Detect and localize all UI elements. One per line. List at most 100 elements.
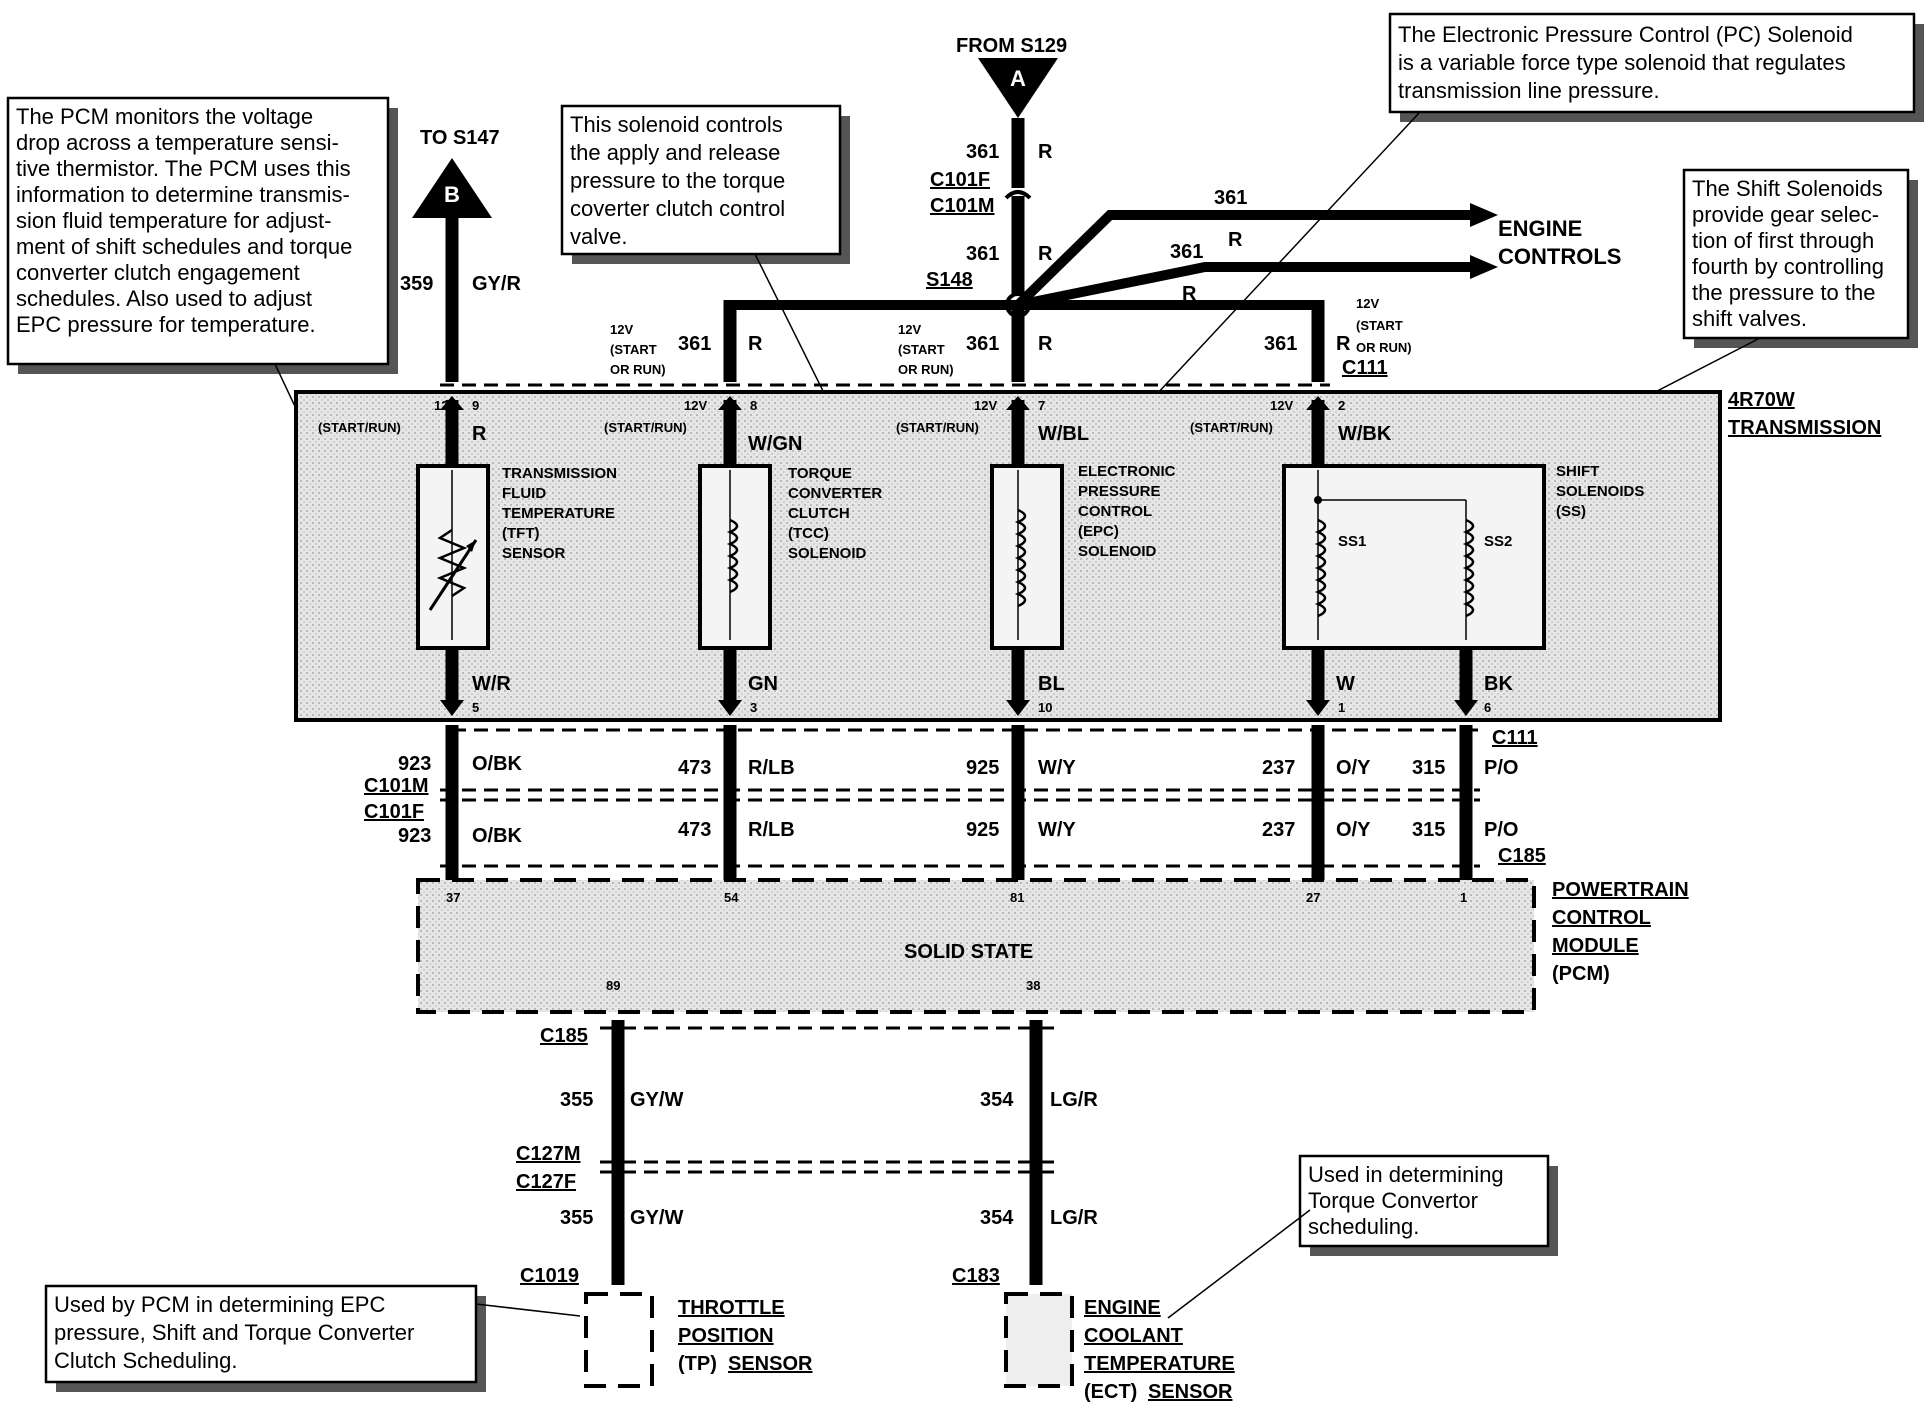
- pcm-pin-1: 1: [1460, 890, 1467, 905]
- tft-label-3: TEMPERATURE: [502, 505, 615, 522]
- c101m-wire-923: 923: [398, 753, 431, 775]
- ect-label-3: TEMPERATURE: [1084, 1353, 1235, 1375]
- svg-text:scheduling.: scheduling.: [1308, 1214, 1419, 1239]
- c101m-wire-315: 315: [1412, 757, 1445, 779]
- epc-label-4: (EPC): [1078, 523, 1119, 540]
- epc-solenoid: [990, 464, 1064, 650]
- tcc-solenoid: [698, 464, 772, 650]
- trans-bottom-wires: W/R 5 GN 3 BL 10 W 1 BK 6: [440, 648, 1513, 716]
- epc-label-1: ELECTRONIC: [1078, 463, 1176, 480]
- svg-text:the apply and release: the apply and release: [570, 140, 780, 165]
- tp-sensor: [584, 1292, 654, 1388]
- tcc-label-5: SOLENOID: [788, 545, 867, 562]
- wire-355-number-a: 355: [560, 1089, 593, 1111]
- ss-feed-wire: 361: [1264, 333, 1297, 355]
- svg-text:The Electronic Pressure Contro: The Electronic Pressure Control (PC) Sol…: [1398, 22, 1853, 47]
- tp-label-3b: SENSOR: [728, 1353, 813, 1375]
- tp-label-2: POSITION: [678, 1325, 774, 1347]
- tft-label-5: SENSOR: [502, 545, 566, 562]
- connector-wires: [445, 725, 1473, 885]
- epc-label-3: CONTROL: [1078, 503, 1152, 520]
- svg-text:10: 10: [1038, 700, 1052, 715]
- start-label-ss: (START: [1356, 318, 1403, 333]
- wire-361-number-b: 361: [966, 243, 999, 265]
- svg-text:8: 8: [750, 398, 757, 413]
- ss-feed-color: R: [1336, 333, 1351, 355]
- svg-text:12V: 12V: [684, 398, 707, 413]
- svg-text:EPC pressure for temperature.: EPC pressure for temperature.: [16, 312, 316, 337]
- svg-text:Used by PCM in determining EPC: Used by PCM in determining EPC: [54, 1292, 385, 1317]
- tcc-label-4: (TCC): [788, 525, 829, 542]
- c101m-wire-237: 237: [1262, 757, 1295, 779]
- svg-text:2: 2: [1338, 398, 1345, 413]
- engine-controls-label-2: CONTROLS: [1498, 244, 1621, 269]
- c101f-wire-923: 923: [398, 825, 431, 847]
- svg-text:Clutch Scheduling.: Clutch Scheduling.: [54, 1348, 237, 1373]
- start-label-tcc: (START: [610, 342, 657, 357]
- splice-s148: S148: [926, 269, 973, 291]
- epc-feed-color: R: [1038, 333, 1053, 355]
- connector-c111-bottom: C111: [1492, 727, 1538, 749]
- svg-text:Used in determining: Used in determining: [1308, 1162, 1504, 1187]
- tcc-note-leader: [754, 253, 826, 396]
- branch-engine-controls-1: [1014, 210, 1470, 309]
- svg-text:7: 7: [1038, 398, 1045, 413]
- wire-361-color-a: R: [1038, 141, 1053, 163]
- wire-354-color-a: LG/R: [1050, 1089, 1098, 1111]
- svg-text:tion of first through: tion of first through: [1692, 228, 1874, 253]
- tcc-top: (START/RUN) 8 12V W/GN: [604, 396, 802, 465]
- connector-b-marker: [412, 158, 492, 218]
- c101m-color-oy: O/Y: [1336, 757, 1371, 779]
- ect-label-4a: (ECT): [1084, 1381, 1137, 1403]
- epc-label-2: PRESSURE: [1078, 483, 1161, 500]
- pcm-label-3: MODULE: [1552, 935, 1639, 957]
- svg-text:3: 3: [750, 700, 757, 715]
- connector-c111-top: C111: [1342, 357, 1388, 379]
- ect-label-1: ENGINE: [1084, 1297, 1161, 1319]
- pcm-box: [416, 878, 1536, 1014]
- svg-text:the pressure to the: the pressure to the: [1692, 280, 1875, 305]
- connector-c183: C183: [952, 1265, 1000, 1287]
- wire-355-color-a: GY/W: [630, 1089, 683, 1111]
- c101m-color-wy: W/Y: [1038, 757, 1076, 779]
- svg-text:W/BK: W/BK: [1338, 423, 1392, 445]
- svg-text:9: 9: [472, 398, 479, 413]
- c101f-wire-925: 925: [966, 819, 999, 841]
- branch2-wire: 361: [1170, 241, 1203, 263]
- ss-top: (START/RUN) 2 12V W/BK: [1190, 396, 1392, 465]
- epc-feed-wire: 361: [966, 333, 999, 355]
- svg-text:R: R: [472, 423, 487, 445]
- svg-text:The PCM monitors the voltage: The PCM monitors the voltage: [16, 104, 313, 129]
- v12-label-ss: 12V: [1356, 296, 1379, 311]
- epc-note: The Electronic Pressure Control (PC) Sol…: [1388, 12, 1924, 122]
- run-label-epc: OR RUN): [898, 362, 954, 377]
- c101m-wire-473: 473: [678, 757, 711, 779]
- svg-text:shift valves.: shift valves.: [1692, 306, 1807, 331]
- svg-text:is a variable force type solen: is a variable force type solenoid that r…: [1398, 50, 1846, 75]
- connector-c127f: C127F: [516, 1171, 576, 1193]
- connector-c101f-top: C101F: [930, 169, 990, 191]
- branch1-wire: 361: [1214, 187, 1247, 209]
- svg-text:Torque Convertor: Torque Convertor: [1308, 1188, 1478, 1213]
- pcm-pin-81: 81: [1010, 890, 1024, 905]
- svg-text:BK: BK: [1484, 673, 1513, 695]
- svg-text:W/R: W/R: [472, 673, 511, 695]
- connector-c101m: C101M: [364, 775, 428, 797]
- run-label-tcc: OR RUN): [610, 362, 666, 377]
- ss-label-2: SOLENOIDS: [1556, 483, 1644, 500]
- wire-359-color: GY/R: [472, 273, 521, 295]
- connector-c101m-top: C101M: [930, 195, 994, 217]
- svg-text:(START/RUN): (START/RUN): [1190, 420, 1273, 435]
- connector-c101f: C101F: [364, 801, 424, 823]
- ect-sensor: [1004, 1292, 1074, 1388]
- svg-text:12V: 12V: [434, 398, 457, 413]
- svg-text:W: W: [1336, 673, 1355, 695]
- wire-354-number-a: 354: [980, 1089, 1014, 1111]
- svg-text:This solenoid controls: This solenoid controls: [570, 112, 783, 137]
- wire-361-color-b: R: [1038, 243, 1053, 265]
- ss-label-1: SHIFT: [1556, 463, 1599, 480]
- pcm-label-2: CONTROL: [1552, 907, 1651, 929]
- svg-text:GN: GN: [748, 673, 778, 695]
- connector-c185-bottom: C185: [540, 1025, 588, 1047]
- pcm-pin-38: 38: [1026, 978, 1040, 993]
